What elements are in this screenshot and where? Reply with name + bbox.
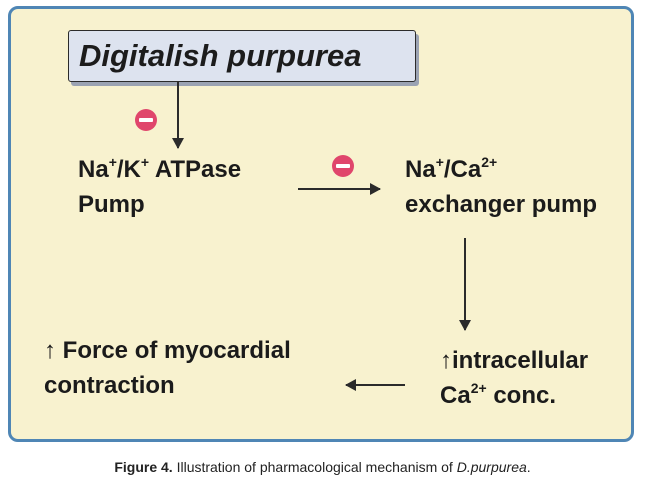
node-na-k-pump: Na+/K+ ATPase Pump: [78, 154, 242, 218]
title-text: Digitalish purpurea: [79, 38, 362, 73]
title-box: Digitalish purpurea: [68, 30, 416, 82]
node-intracellular-calcium: ↑intracellular Ca2+ conc.: [440, 347, 589, 409]
caption-species: D.purpurea: [456, 459, 527, 475]
figure-caption: Figure 4. Illustration of pharmacologica…: [114, 459, 531, 475]
caption-label: Figure 4.: [114, 459, 173, 475]
caption-text: Illustration of pharmacological mechanis…: [172, 459, 457, 475]
inhibit-icon-1: [135, 109, 157, 131]
inhibit-icon-2: [332, 155, 354, 177]
node-na-ca-exchanger: Na+/Ca2+ exchanger pump: [405, 154, 598, 218]
node-force-contraction: ↑ Force of myocardial contraction: [44, 337, 291, 399]
